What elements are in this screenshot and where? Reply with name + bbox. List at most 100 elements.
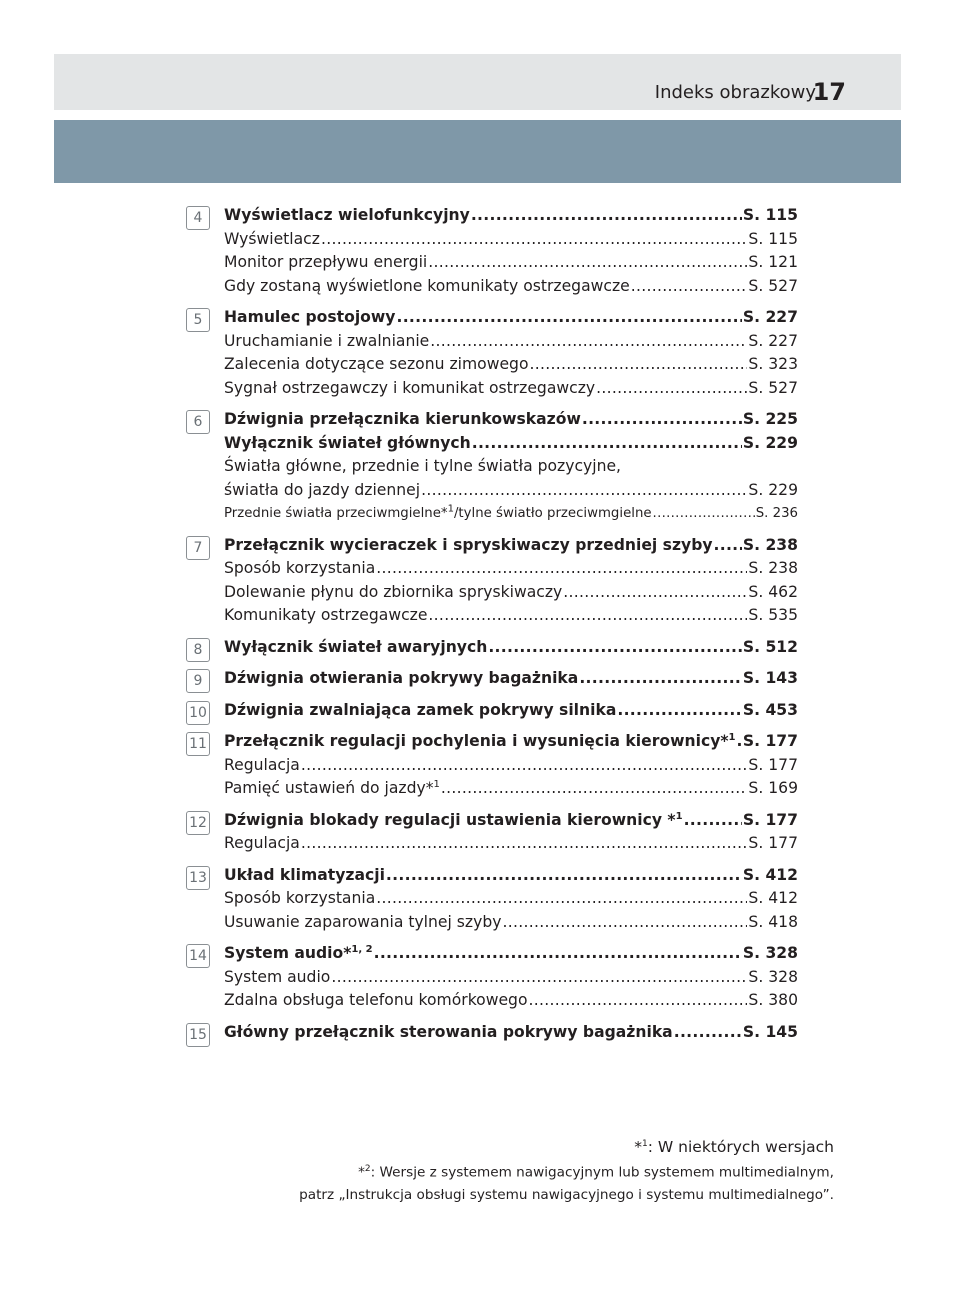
entry-heading[interactable]: Główny przełącznik sterowania pokrywy ba… bbox=[186, 1021, 798, 1045]
entry-heading[interactable]: Dźwignia przełącznika kierunkowskazów S. … bbox=[186, 408, 798, 432]
entry-subitem[interactable]: WyświetlaczS. 115 bbox=[186, 228, 798, 252]
page-reference: S. 527 bbox=[748, 276, 798, 295]
entry-text: Pamięć ustawień do jazdy*1 bbox=[224, 778, 440, 797]
entry-subitem[interactable]: Zdalna obsługa telefonu komórkowego S. 38… bbox=[186, 989, 798, 1013]
leader-dots bbox=[396, 306, 741, 330]
page-reference: S. 177 bbox=[748, 755, 798, 774]
entry-text: światła do jazdy dziennej bbox=[224, 480, 421, 499]
footnote-ref: 1, 2 bbox=[351, 943, 373, 955]
entry-text: Monitor przepływu energii bbox=[224, 253, 428, 271]
item-number-badge: 12 bbox=[186, 810, 210, 835]
entry-subitem[interactable]: Pamięć ustawień do jazdy*1S. 169 bbox=[186, 777, 798, 801]
page-reference: S. 323 bbox=[748, 355, 798, 373]
entry-text: Gdy zostaną wyświetlone komunikaty ostrz… bbox=[224, 276, 630, 295]
leader-dots bbox=[471, 204, 742, 228]
entry-heading[interactable]: Wyłącznik świateł awaryjnych S. 512 bbox=[186, 636, 798, 660]
leader-dots bbox=[301, 754, 748, 778]
entry-heading[interactable]: Przełącznik regulacji pochylenia i wysun… bbox=[186, 730, 798, 754]
entry-subitem[interactable]: Monitor przepływu energii S. 121 bbox=[186, 251, 798, 275]
entry-text: Przednie światła przeciwmgielne*1/tylne … bbox=[224, 503, 652, 521]
page-reference: S. 453 bbox=[742, 700, 798, 719]
entry-heading[interactable]: Układ klimatyzacjiS. 412 bbox=[186, 864, 798, 888]
entry-heading[interactable]: Wyświetlacz wielofunkcyjnyS. 115 bbox=[186, 204, 798, 228]
entry-subitem[interactable]: RegulacjaS. 177 bbox=[186, 754, 798, 778]
entry-text: Wyłącznik świateł awaryjnych bbox=[224, 637, 488, 656]
leader-dots bbox=[714, 534, 742, 558]
entry-text: Zdalna obsługa telefonu komórkowego bbox=[224, 991, 528, 1009]
entry-subitem[interactable]: Przednie światła przeciwmgielne*1/tylne … bbox=[186, 502, 798, 526]
page-reference: S. 227 bbox=[742, 308, 798, 326]
page-reference: S. 512 bbox=[742, 637, 798, 656]
footnote-2: *2: Wersje z systemem nawigacyjnym lub s… bbox=[358, 1164, 834, 1181]
entry-text: System audio*1, 2 bbox=[224, 943, 373, 962]
leader-dots bbox=[684, 809, 742, 833]
entry-subitem[interactable]: System audio S. 328 bbox=[186, 966, 798, 990]
section-banner bbox=[54, 120, 901, 183]
item-number-badge: 13 bbox=[186, 865, 210, 890]
entry-heading[interactable]: System audio*1, 2 S. 328 bbox=[186, 942, 798, 966]
item-number-badge: 15 bbox=[186, 1022, 210, 1047]
entry-text: Dźwignia blokady regulacji ustawienia ki… bbox=[224, 810, 683, 829]
entry-heading[interactable]: Wyłącznik świateł głównych S. 229 bbox=[186, 432, 798, 456]
page-reference: S. 328 bbox=[748, 967, 798, 986]
entry-subitem[interactable]: Sposób korzystaniaS. 238 bbox=[186, 557, 798, 581]
page-reference: S. 229 bbox=[748, 480, 798, 499]
page-reference: S. 418 bbox=[748, 912, 798, 931]
item-number-badge: 4 bbox=[186, 206, 210, 230]
footnote-ref: 1 bbox=[447, 503, 454, 515]
page-reference: S. 115 bbox=[742, 206, 798, 224]
leader-dots bbox=[301, 832, 748, 856]
entry-heading[interactable]: Przełącznik wycieraczek i spryskiwaczy p… bbox=[186, 534, 798, 558]
page-reference: S. 145 bbox=[742, 1022, 798, 1041]
entry-text: Dźwignia przełącznika kierunkowskazów bbox=[224, 410, 581, 428]
entry-heading[interactable]: Dźwignia zwalniająca zamek pokrywy silni… bbox=[186, 699, 798, 723]
item-number-badge: 8 bbox=[186, 637, 210, 662]
entry-heading[interactable]: Dźwignia blokady regulacji ustawienia ki… bbox=[186, 809, 798, 833]
page-header-title: Indeks obrazkowy bbox=[654, 82, 816, 103]
page-reference: S. 328 bbox=[742, 944, 798, 962]
page-reference: S. 527 bbox=[748, 378, 798, 397]
footnote-1: *1: W niektórych wersjach bbox=[634, 1138, 834, 1157]
entry-subitem[interactable]: Komunikaty ostrzegawczeS. 535 bbox=[186, 604, 798, 628]
entry-subitem[interactable]: Zalecenia dotyczące sezonu zimowegoS. 32… bbox=[186, 353, 798, 377]
leader-dots bbox=[653, 502, 755, 526]
entry-text: Światła główne, przednie i tylne światła… bbox=[224, 457, 622, 475]
entry-heading[interactable]: Hamulec postojowy S. 227 bbox=[186, 306, 798, 330]
leader-dots bbox=[563, 581, 747, 605]
entry-text: Wyświetlacz bbox=[224, 229, 320, 248]
entry-text: Regulacja bbox=[224, 834, 300, 852]
entry-text: System audio bbox=[224, 967, 331, 986]
leader-dots bbox=[488, 636, 742, 660]
leader-dots bbox=[428, 604, 747, 628]
entry-subitem[interactable]: Uruchamianie i zwalnianieS. 227 bbox=[186, 330, 798, 354]
page-reference: S. 177 bbox=[742, 810, 798, 829]
entry-text: Uruchamianie i zwalnianie bbox=[224, 331, 430, 350]
entry-heading[interactable]: Dźwignia otwierania pokrywy bagażnikaS. … bbox=[186, 667, 798, 691]
page-reference: S. 229 bbox=[742, 433, 798, 452]
page-reference: S. 177 bbox=[742, 732, 798, 750]
entry-subitem[interactable]: Usuwanie zaparowania tylnej szybyS. 418 bbox=[186, 911, 798, 935]
page-reference: S. 225 bbox=[742, 410, 798, 428]
page-reference: S. 236 bbox=[755, 506, 798, 521]
entry-text: Hamulec postojowy bbox=[224, 308, 396, 326]
page-reference: S. 121 bbox=[748, 253, 798, 271]
page-reference: S. 535 bbox=[748, 606, 798, 624]
item-number-badge: 11 bbox=[186, 732, 210, 756]
entry-subitem[interactable]: Gdy zostaną wyświetlone komunikaty ostrz… bbox=[186, 275, 798, 299]
entry-subitem[interactable]: Sygnał ostrzegawczy i komunikat ostrzega… bbox=[186, 377, 798, 401]
item-number-badge: 6 bbox=[186, 410, 210, 434]
entry-subitem[interactable]: Dolewanie płynu do zbiornika spryskiwacz… bbox=[186, 581, 798, 605]
entry-subitem[interactable]: światła do jazdy dziennej S. 229 bbox=[186, 479, 798, 503]
leader-dots bbox=[529, 989, 748, 1013]
entry-text: Wyłącznik świateł głównych bbox=[224, 433, 471, 452]
leader-dots bbox=[374, 942, 742, 966]
entry-subitem[interactable]: Sposób korzystaniaS. 412 bbox=[186, 887, 798, 911]
entry-subitem[interactable]: RegulacjaS. 177 bbox=[186, 832, 798, 856]
leader-dots bbox=[421, 479, 747, 503]
page-reference: S. 380 bbox=[748, 991, 798, 1009]
footnote-ref: 1 bbox=[675, 810, 683, 822]
leader-dots bbox=[321, 228, 747, 252]
page-reference: S. 238 bbox=[748, 559, 798, 577]
